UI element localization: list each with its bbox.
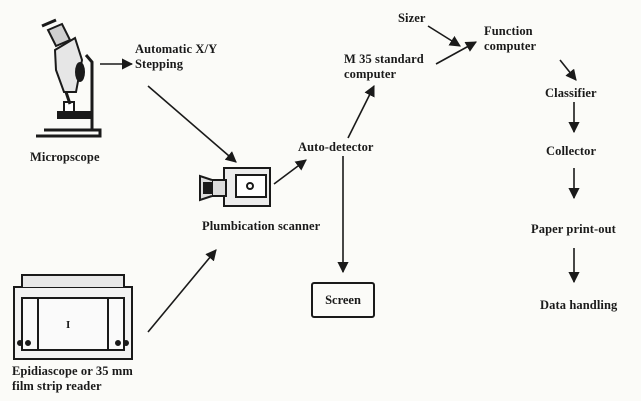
scanner-icon [199,167,271,207]
arrow-epidiascope-to-scanner [147,249,217,333]
function-computer-label: Function computer [484,24,537,53]
datahandling-label: Data handling [540,298,618,312]
arrow-function-to-classifier [559,59,577,81]
microscope-label: Micropscope [30,150,100,164]
scanner-label: Plumbication scanner [202,219,321,233]
collector-label: Collector [546,144,597,158]
arrow-scanner-to-autodetector [273,159,307,185]
epidiascope-mark: I [66,319,71,331]
arrow-stepping-to-scanner [147,85,237,163]
epidiascope-icon [13,274,133,360]
arrow-sizer-to-function [427,25,461,47]
printout-label: Paper print-out [531,222,616,236]
stepping-label: Automatic X/Y Stepping [135,42,218,71]
arrow-m35-to-function [435,41,477,65]
arrow-autodetector-to-m35 [347,84,375,139]
classifier-label: Classifier [545,86,597,100]
sizer-label: Sizer [398,11,426,25]
m35-label: M 35 standard computer [344,52,424,81]
screen-label: Screen [325,292,361,307]
screen-box: Screen [311,282,375,318]
microscope-icon [36,18,102,138]
connectors [100,25,580,333]
epidiascope-label: Epidiascope or 35 mm film strip reader [12,364,133,393]
autodetector-label: Auto-detector [298,140,374,154]
